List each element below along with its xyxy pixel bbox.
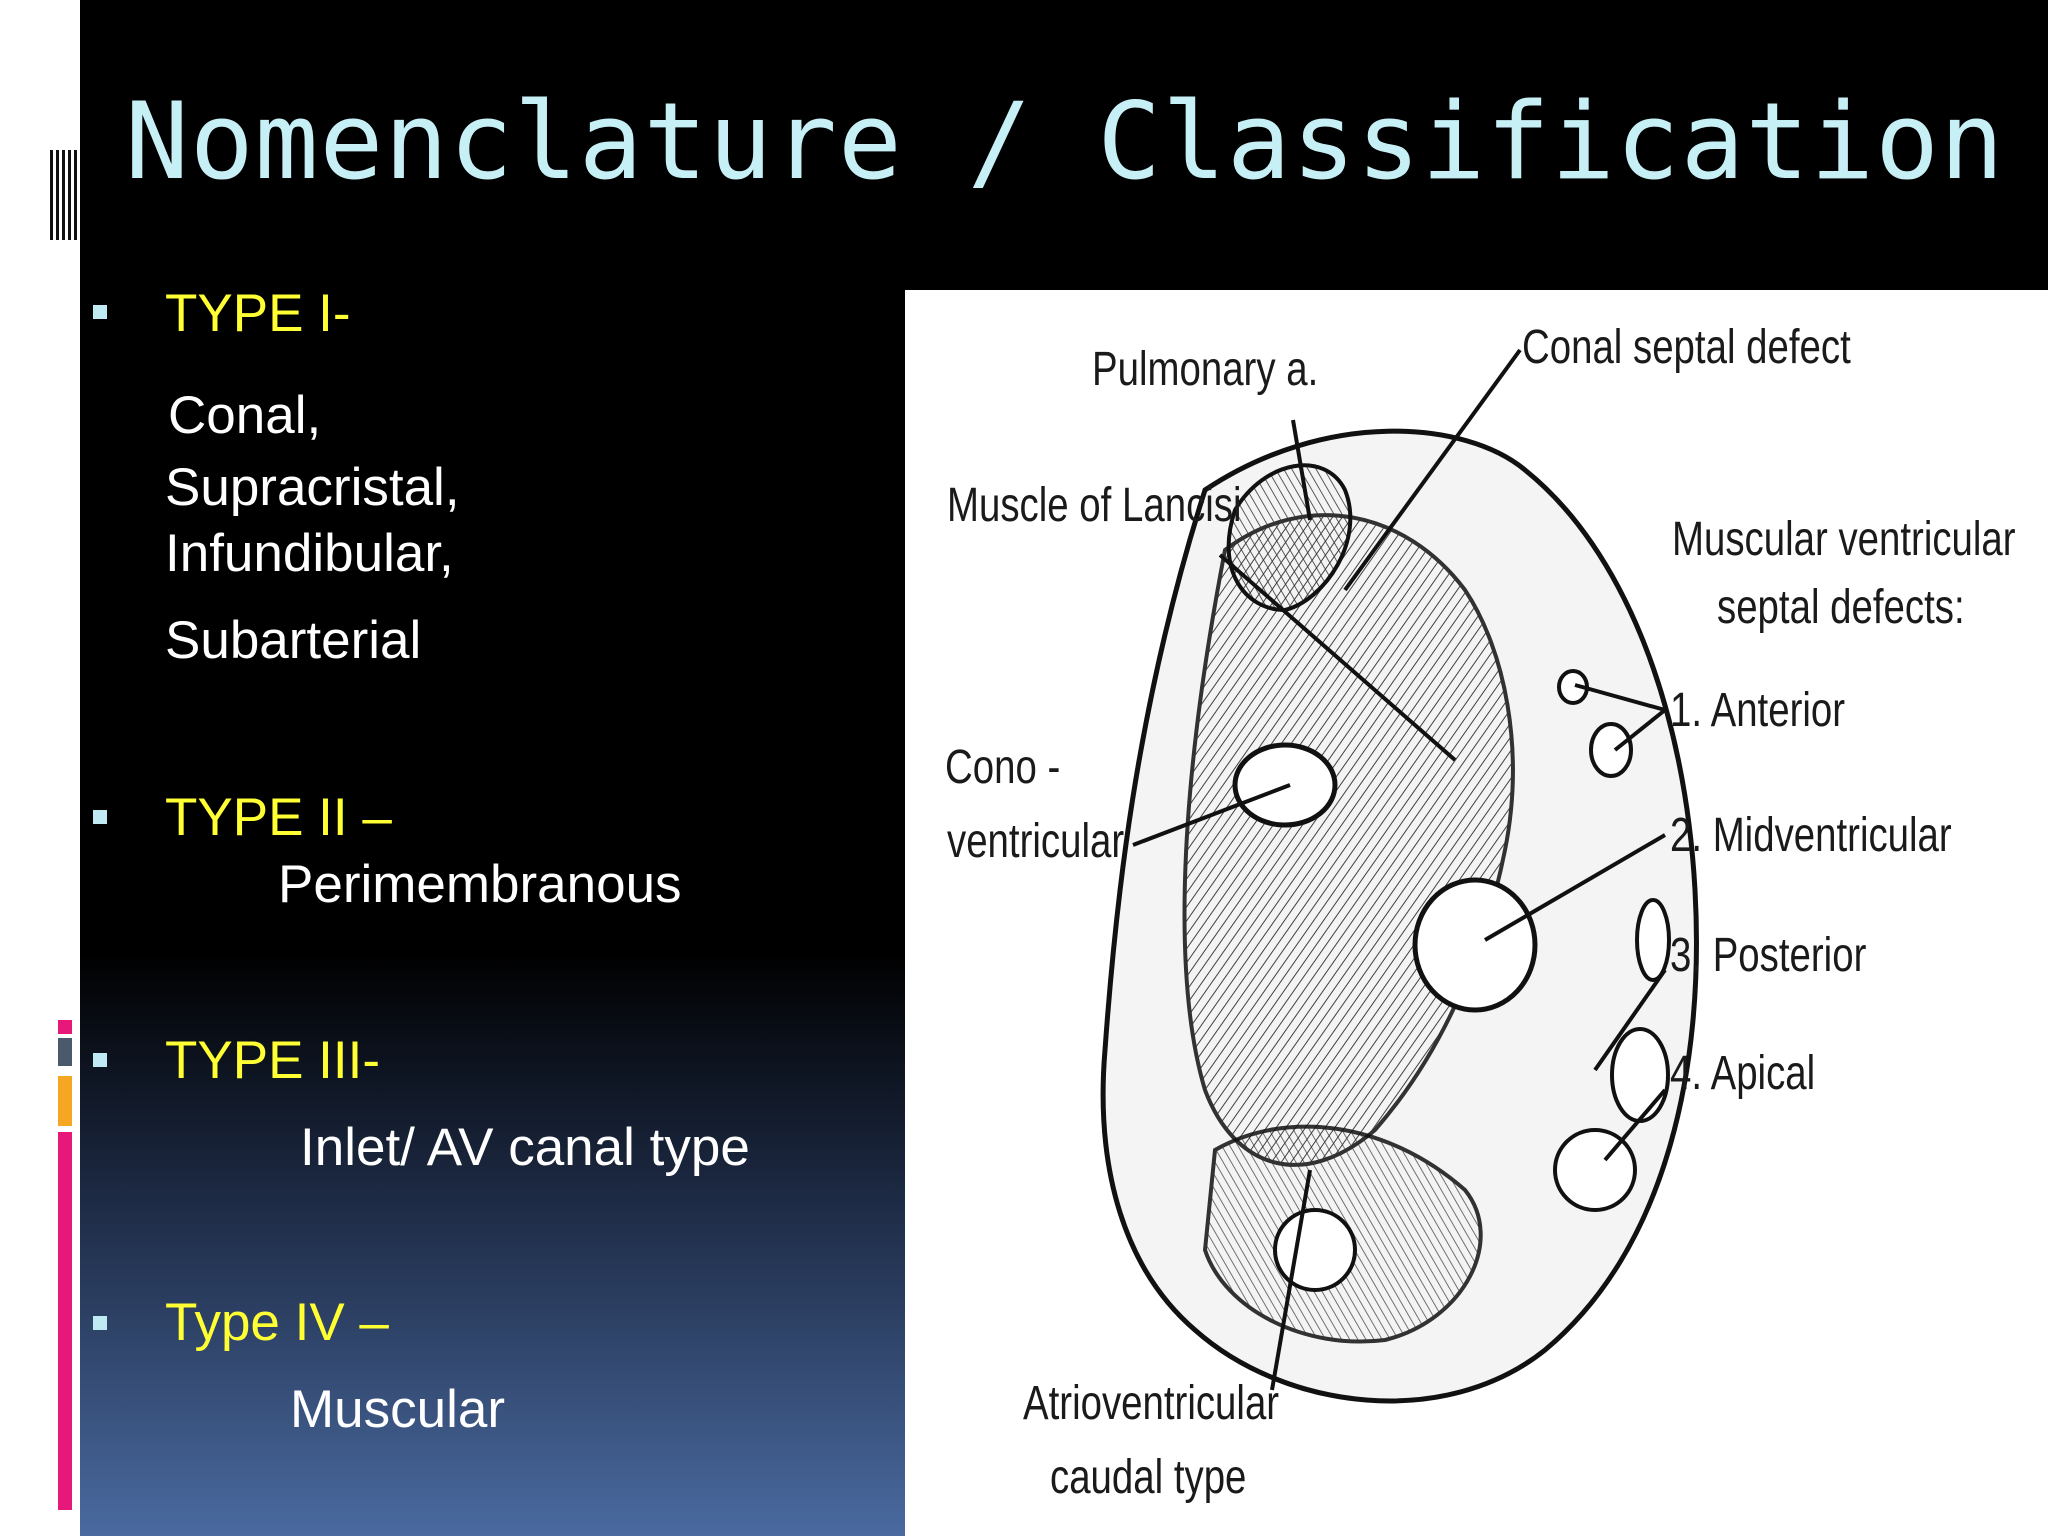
type-3-heading: TYPE III- (165, 1031, 380, 1090)
label-cono-1: Cono - (945, 741, 1061, 794)
type-2-line-1: Perimembranous (278, 855, 682, 914)
slide-title: Nomenclature / Classification (125, 80, 2005, 203)
label-atrio-2: caudal type (1050, 1451, 1247, 1504)
leader-cono (1132, 783, 1291, 847)
label-pulmonary: Pulmonary a. (1092, 343, 1319, 396)
deco-orange-bar (58, 1076, 72, 1126)
midventricular-defect (1412, 877, 1538, 1013)
deco-pink-bar (58, 1132, 72, 1510)
deco-pink-bar-small (58, 1020, 72, 1034)
type-1-line-1: Conal, (168, 386, 322, 445)
label-anterior: 1. Anterior (1670, 684, 1846, 737)
leader-posterior (1593, 968, 1667, 1072)
leader-apical (1603, 1088, 1667, 1162)
type-4-heading: Type IV – (165, 1293, 389, 1352)
type-2-heading: TYPE II – (165, 788, 392, 847)
label-midventricular: 2. Midventricular (1670, 809, 1952, 862)
bullet-icon (93, 810, 107, 824)
leader-atrio (1270, 1169, 1312, 1391)
label-posterior: 3. Posterior (1670, 929, 1867, 982)
bullet-icon (93, 305, 107, 319)
lower-defect (1273, 1208, 1357, 1292)
label-muscular-vsd-1: Muscular ventricular (1672, 513, 2016, 566)
heart-illustration (1100, 348, 1699, 1404)
label-conal-septal: Conal septal defect (1522, 321, 1851, 374)
type-1-line-3: Infundibular, (165, 524, 454, 583)
label-lancisi: Muscle of Lancisi (947, 479, 1242, 532)
left-decoration (0, 0, 82, 1536)
leader-pulmonary (1291, 419, 1312, 521)
deco-bars-top (50, 150, 80, 240)
leader-lancisi (1218, 553, 1457, 762)
label-atrio-1: Atrioventricular (1023, 1377, 1280, 1430)
septal-muscle (1182, 513, 1515, 1167)
type-1-line-2: Supracristal, (165, 458, 460, 517)
leader-midventricular (1483, 833, 1667, 942)
heart-septum-figure: Pulmonary a. Conal septal defect Muscle … (905, 290, 2048, 1536)
anterior-defect-2 (1589, 722, 1633, 778)
bullet-icon (93, 1053, 107, 1067)
pulmonary-artery (1226, 463, 1353, 613)
type-1-heading: TYPE I- (165, 284, 351, 343)
type-1-line-4: Subarterial (165, 611, 422, 670)
leader-anterior-2 (1613, 708, 1667, 752)
type-3-line-1: Inlet/ AV canal type (300, 1118, 750, 1177)
deco-gray-bar (58, 1038, 72, 1066)
label-cono-2: ventricular (947, 815, 1125, 868)
apical-defect-1 (1610, 1027, 1670, 1123)
type-4-line-1: Muscular (290, 1380, 506, 1439)
label-apical: 4. Apical (1670, 1047, 1816, 1100)
label-muscular-vsd-2: septal defects: (1717, 581, 1965, 634)
leader-anterior-1 (1574, 683, 1666, 712)
bullet-icon (93, 1316, 107, 1330)
posterior-defect (1635, 898, 1671, 982)
leader-conal (1343, 348, 1522, 592)
